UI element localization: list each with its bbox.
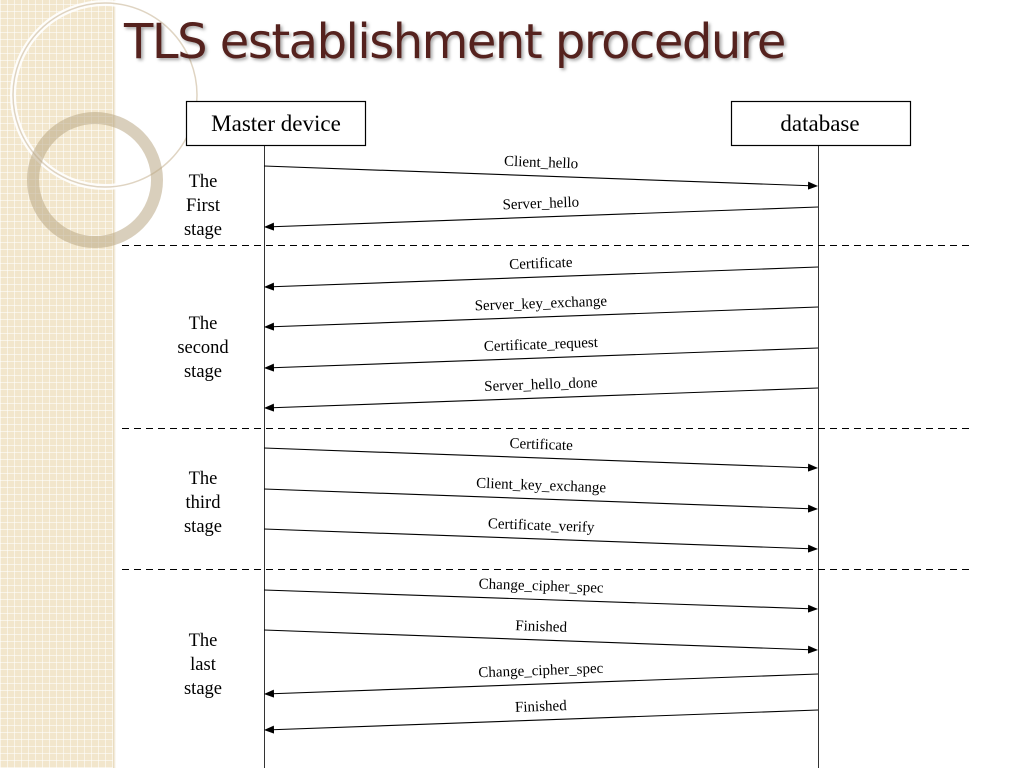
stage-label: The: [189, 172, 218, 192]
stage-label: The: [189, 631, 218, 651]
message-label: Client_hello: [504, 154, 579, 173]
message-label: Finished: [515, 698, 568, 716]
message-arrow: [264, 387, 819, 412]
stage-label: last: [190, 655, 217, 675]
stage-label: stage: [184, 679, 222, 699]
message-label: Server_hello: [502, 195, 579, 214]
message-label: Change_cipher_spec: [478, 661, 604, 682]
message-label: Change_cipher_spec: [478, 576, 604, 596]
message-arrow: [264, 266, 819, 291]
stage-label: second: [177, 338, 229, 358]
message-label: Server_key_exchange: [474, 294, 607, 315]
slide-title: TLS establishment procedure: [124, 14, 786, 70]
stage-label: The: [189, 314, 218, 334]
participant-database-box: database: [730, 100, 912, 147]
message-arrow: [263, 447, 818, 472]
stage-label: stage: [184, 517, 222, 537]
stage-label: stage: [184, 220, 222, 240]
participant-master-box: Master device: [185, 100, 367, 147]
stage-label: The: [189, 469, 218, 489]
decorative-circles: [10, 0, 200, 248]
message-arrow: [263, 589, 818, 613]
message-arrow: [264, 709, 819, 734]
message-arrow: [264, 347, 819, 372]
message-label: Certificate_request: [484, 335, 599, 355]
message-arrow: [263, 165, 818, 190]
stage-label: stage: [184, 362, 222, 382]
sidebar-edge: [113, 0, 116, 768]
message-label: Finished: [515, 618, 568, 636]
participant-master-label: Master device: [211, 111, 341, 136]
message-arrow: [264, 206, 819, 231]
participant-database-label: database: [780, 111, 859, 136]
message-arrow: [264, 673, 819, 698]
message-label: Certificate: [509, 436, 573, 454]
stage-label: third: [186, 493, 222, 513]
message-arrow: [263, 528, 818, 553]
message-arrow: [263, 629, 818, 654]
message-label: Server_hello_done: [484, 375, 598, 395]
stage-label: First: [186, 196, 221, 216]
message-label: Certificate: [509, 255, 573, 273]
message-arrow: [263, 488, 818, 513]
message-label: Certificate_verify: [488, 516, 596, 536]
message-label: Client_key_exchange: [476, 476, 607, 497]
message-arrow: [264, 306, 819, 331]
